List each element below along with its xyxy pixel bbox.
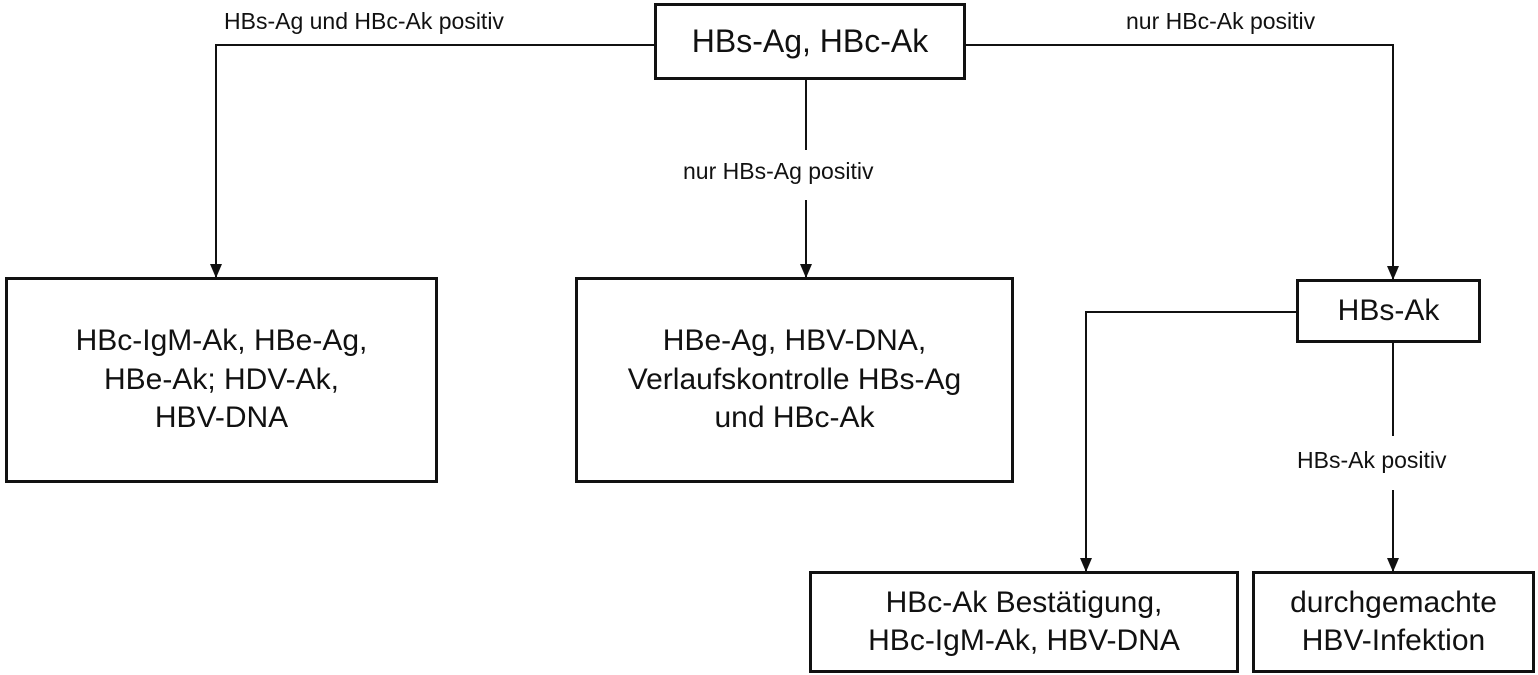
past-infection-box: durchgemachte HBV-Infektion	[1252, 571, 1535, 673]
edge-root-to-hbsak	[966, 44, 1399, 280]
hbsak-test-box: HBs-Ak	[1296, 279, 1481, 343]
hbsag-only-followup-box: HBe-Ag, HBV-DNA, Verlaufskontrolle HBs-A…	[575, 277, 1014, 483]
hbc-confirmation-box: HBc-Ak Bestätigung, HBc-IgM-Ak, HBV-DNA	[809, 571, 1239, 673]
hbsag-only-followup-text: HBe-Ag, HBV-DNA, Verlaufskontrolle HBs-A…	[627, 324, 962, 435]
root-test-text: HBs-Ag, HBc-Ak	[691, 23, 929, 60]
hbsak-test-text: HBs-Ak	[1337, 293, 1440, 327]
edge-label-hbsag-only: nur HBs-Ag positiv	[683, 158, 874, 184]
edge-label-both-positive: HBs-Ag und HBc-Ak positiv	[224, 8, 504, 34]
edge-hbsak-to-confirmation	[1080, 311, 1296, 572]
root-test-box: HBs-Ag, HBc-Ak	[654, 3, 966, 80]
both-positive-followup-text: HBc-IgM-Ak, HBe-Ag, HBe-Ak; HDV-Ak, HBV-…	[75, 324, 368, 435]
edge-label-hbcak-only: nur HBc-Ak positiv	[1126, 8, 1316, 34]
past-infection-text: durchgemachte HBV-Infektion	[1290, 585, 1497, 657]
edge-root-to-left	[210, 44, 654, 278]
hbc-confirmation-text: HBc-Ak Bestätigung, HBc-IgM-Ak, HBV-DNA	[868, 585, 1180, 657]
edge-label-hbsak-positive: HBs-Ak positiv	[1297, 447, 1447, 473]
both-positive-followup-box: HBc-IgM-Ak, HBe-Ag, HBe-Ak; HDV-Ak, HBV-…	[5, 277, 438, 483]
